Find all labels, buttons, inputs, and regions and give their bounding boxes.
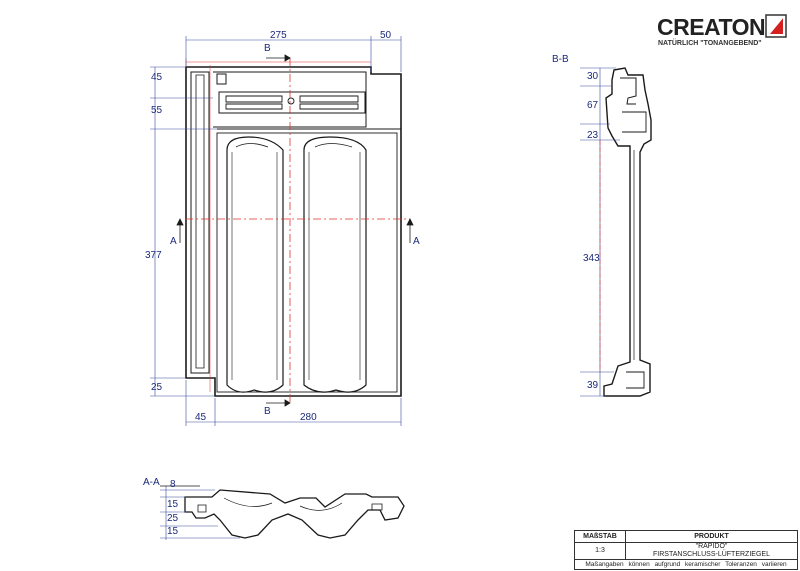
plan-dimension-lines <box>150 36 402 426</box>
dim-aa-8: 8 <box>170 479 176 490</box>
scale-header: MAßSTAB <box>575 531 626 543</box>
section-markers <box>176 54 414 407</box>
section-aa-title: A-A <box>143 477 160 488</box>
product-header: PRODUKT <box>626 531 797 543</box>
dim-top-offset: 50 <box>380 30 392 41</box>
dim-left-25: 25 <box>151 382 163 393</box>
dim-bottom-280: 280 <box>300 412 317 423</box>
product-type: FIRSTANSCHLUSS-LÜFTERZIEGEL <box>653 551 770 558</box>
logo-tagline: NATÜRLICH "TONANGEBEND" <box>658 40 762 47</box>
dim-bb-67: 67 <box>587 100 599 111</box>
dim-left-55: 55 <box>151 105 163 116</box>
tile-plan-view <box>185 66 402 397</box>
tolerance-note: Maßangaben können aufgrund keramischer T… <box>575 559 797 570</box>
section-b-top-label: B <box>264 43 271 54</box>
section-bb-title: B-B <box>552 54 569 65</box>
section-a-left-label: A <box>170 236 177 247</box>
creaton-logo: CREATON NATÜRLICH "TONANGEBEND" <box>657 14 789 54</box>
dim-aa-15a: 15 <box>167 499 179 510</box>
section-a-right-label: A <box>413 236 420 247</box>
dim-bb-23: 23 <box>587 130 599 141</box>
product-value: "RAPIDO" FIRSTANSCHLUSS-LÜFTERZIEGEL <box>626 543 797 559</box>
dim-top-width: 275 <box>270 30 287 41</box>
logo-emblem-icon <box>765 14 787 38</box>
section-bb-profile <box>603 67 652 397</box>
section-aa-dimensions <box>160 485 240 540</box>
dim-aa-15b: 15 <box>167 526 179 537</box>
section-bb-dimensions <box>580 67 620 397</box>
logo-wordmark: CREATON <box>657 14 766 40</box>
section-b-bottom-label: B <box>264 406 271 417</box>
scale-value: 1:3 <box>575 543 626 559</box>
dim-bottom-45: 45 <box>195 412 207 423</box>
product-name: "RAPIDO" <box>695 543 728 550</box>
section-aa-profile <box>184 489 405 539</box>
plan-center-lines <box>185 58 410 403</box>
dim-left-45: 45 <box>151 72 163 83</box>
dim-bb-39: 39 <box>587 380 599 391</box>
dim-left-377: 377 <box>145 250 162 261</box>
dim-bb-343: 343 <box>583 253 600 264</box>
dim-aa-25: 25 <box>167 513 179 524</box>
dim-bb-30: 30 <box>587 71 599 82</box>
title-block: MAßSTAB PRODUKT 1:3 "RAPIDO" FIRSTANSCHL… <box>574 530 798 570</box>
